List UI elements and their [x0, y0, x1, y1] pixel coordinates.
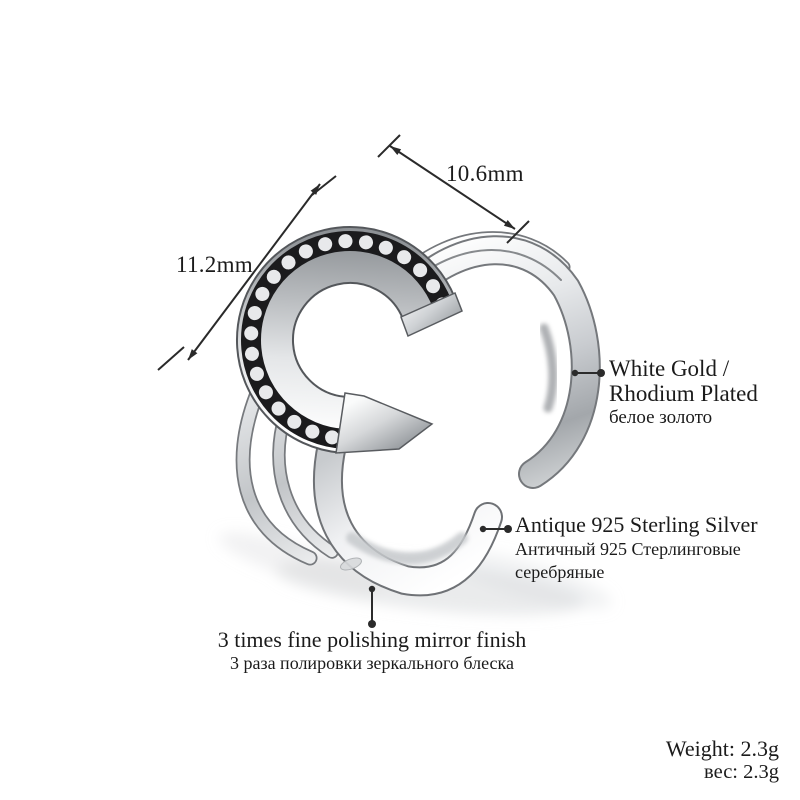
dimension-label-width: 10.6mm [446, 161, 524, 186]
horseshoe-top-cap [400, 291, 463, 338]
weight-label-russian: вес: 2.3g [704, 761, 779, 783]
weight-note: Weight: 2.3g вес: 2.3g [666, 737, 779, 784]
horseshoe-bottom-wedge [335, 392, 434, 454]
bead-dots [244, 234, 450, 446]
material-label-line1: Antique 925 Sterling Silver [515, 512, 758, 537]
ring-band-bottom [313, 430, 503, 597]
callout-material: Antique 925 Sterling Silver Античный 925… [515, 512, 758, 584]
callout-finish: 3 times fine polishing mirror finish 3 р… [167, 628, 577, 674]
dimension-line-height [157, 175, 337, 371]
plating-label-line1: White Gold / [609, 356, 730, 381]
plating-label-russian: белое золото [609, 407, 713, 428]
callout-finish-leader [368, 585, 376, 628]
dimension-line-width [377, 134, 530, 244]
callout-plating: White Gold / Rhodium Plated белое золото [609, 356, 758, 430]
material-label-russian2: серебряные [515, 562, 605, 582]
callout-plating-leader [571, 369, 605, 377]
weight-label-english: Weight: 2.3g [665, 736, 779, 761]
hallmark-stamp [340, 557, 362, 571]
finish-label-russian: 3 раза полировки зеркального блеска [229, 653, 515, 673]
callout-material-leader [479, 525, 512, 533]
ring-split-strands [235, 388, 339, 566]
plating-label-line2: Rhodium Plated [609, 381, 758, 406]
finish-label-line1: 3 times fine polishing mirror finish [217, 627, 527, 652]
horseshoe-element [236, 226, 463, 454]
material-label-russian1: Античный 925 Стерлинговые [515, 539, 741, 559]
dimension-label-height: 11.2mm [176, 252, 253, 277]
